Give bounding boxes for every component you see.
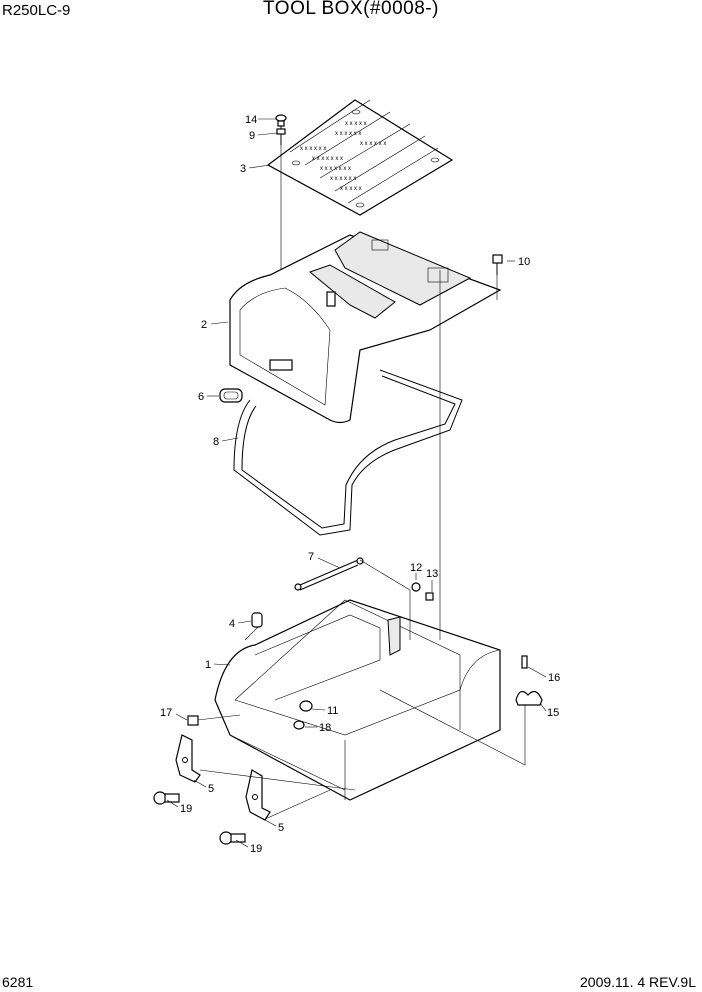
svg-text:x x x x x x x: x x x x x x x xyxy=(312,156,343,162)
svg-text:x x x x x x: x x x x x x xyxy=(335,131,361,137)
callout-12: 12 xyxy=(410,562,422,574)
page-title: TOOL BOX(#0008-) xyxy=(263,0,439,19)
grommet-18 xyxy=(293,720,305,730)
tool-box-body xyxy=(214,599,501,801)
callout-5-left: 5 xyxy=(208,783,214,795)
callout-6: 6 xyxy=(198,391,204,403)
gas-spring xyxy=(294,557,364,591)
svg-text:x x x x x x: x x x x x x xyxy=(360,141,386,147)
callout-19-right: 19 xyxy=(250,843,262,855)
seal-strip xyxy=(233,369,463,536)
callout-10: 10 xyxy=(518,256,530,268)
bolt-19-right xyxy=(219,831,246,845)
svg-text:x x x x x x: x x x x x x xyxy=(300,146,326,152)
callout-1: 1 xyxy=(205,659,211,671)
callout-2: 2 xyxy=(201,319,207,331)
leader-lines xyxy=(166,118,547,848)
callout-11: 11 xyxy=(327,705,338,717)
revision-date: 2009.11. 4 REV.9L xyxy=(580,974,696,990)
cap-and-bolt xyxy=(275,114,287,290)
callout-18: 18 xyxy=(319,722,331,734)
callout-4: 4 xyxy=(229,618,235,630)
callout-5-right: 5 xyxy=(278,822,284,834)
callout-labels: 14 9 3 2 6 8 10 7 12 13 4 1 11 18 17 5 5… xyxy=(160,114,560,855)
callout-3: 3 xyxy=(240,163,246,175)
latch-right xyxy=(245,769,271,821)
callout-16: 16 xyxy=(548,672,560,684)
assembly-lines xyxy=(197,270,526,821)
grommet-11 xyxy=(299,700,313,712)
callout-8: 8 xyxy=(213,436,219,448)
svg-text:x x x x x x: x x x x x x xyxy=(330,176,356,182)
svg-text:x x x x x: x x x x x xyxy=(340,186,362,192)
clip-15-16 xyxy=(515,655,543,765)
callout-9: 9 xyxy=(249,130,255,142)
svg-text:x x x x x x x: x x x x x x x xyxy=(320,166,351,172)
bolt-19-left xyxy=(153,791,180,805)
latch-left xyxy=(175,734,201,783)
bolt-17 xyxy=(187,715,199,726)
bushing-4 xyxy=(251,612,263,628)
callout-17: 17 xyxy=(160,707,172,719)
callout-15: 15 xyxy=(547,707,559,719)
page-number: 6281 xyxy=(2,974,34,990)
handle xyxy=(219,388,243,403)
bolt-10 xyxy=(492,254,503,300)
model-code: R250LC-9 xyxy=(2,2,71,19)
callout-14: 14 xyxy=(245,114,257,126)
checker-plate: x x x x x x x x x x x x x x x x x x x x … xyxy=(266,99,454,216)
washer-12 xyxy=(411,582,421,592)
callout-13: 13 xyxy=(426,568,438,580)
svg-text:x x x x x: x x x x x xyxy=(345,121,367,127)
callout-19-left: 19 xyxy=(180,803,192,815)
callout-7: 7 xyxy=(308,551,314,563)
tool-box-cover xyxy=(229,231,502,424)
nut-13 xyxy=(425,592,434,601)
